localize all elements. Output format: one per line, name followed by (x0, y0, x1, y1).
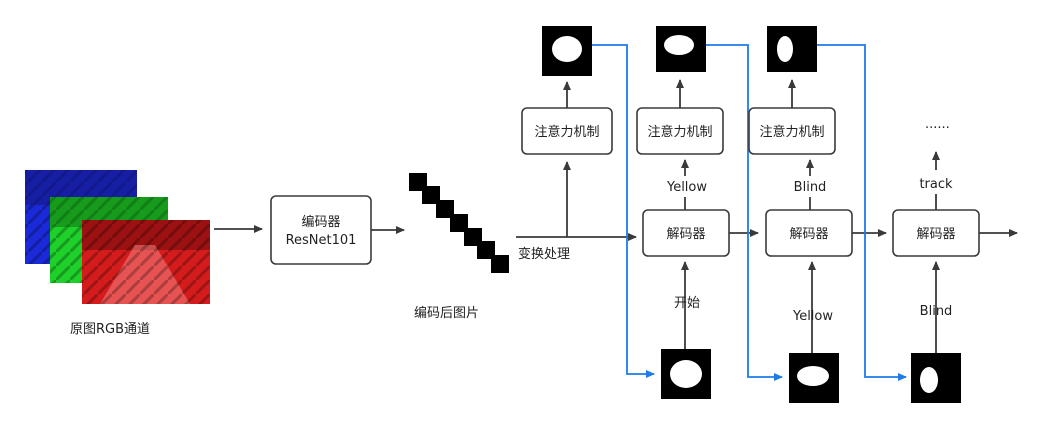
encoder-label: 编码器 (301, 215, 340, 230)
output-word-2: Blind (794, 180, 827, 195)
encoder-model-label: ResNet101 (286, 233, 357, 248)
output-word-1: Yellow (666, 180, 707, 195)
input-ellipse-1 (670, 360, 702, 388)
attention-label-3: 注意力机制 (759, 124, 824, 140)
input-ellipse-3 (920, 367, 938, 393)
feedback-line-2 (706, 44, 783, 381)
mask-ellipse-1 (552, 36, 582, 62)
attention-label-1: 注意力机制 (534, 124, 599, 140)
decoder-label-1: 解码器 (666, 227, 705, 242)
mask-ellipse-2 (664, 35, 694, 55)
ellipsis: ...... (925, 117, 950, 132)
feedback-line-3 (817, 44, 907, 381)
output-word-3: track (919, 177, 953, 192)
feedback-line-1 (592, 44, 655, 378)
input-ellipse-2 (797, 366, 829, 386)
encoder-box (270, 195, 372, 265)
transform-label: 变换处理 (518, 246, 570, 262)
start-label: 开始 (674, 296, 700, 311)
encoded-caption: 编码后图片 (414, 306, 479, 321)
mask-ellipse-3 (777, 36, 793, 62)
rgb-channel-images (25, 170, 210, 304)
decoder-label-3: 解码器 (916, 227, 955, 242)
input-word-3: Blind (920, 304, 953, 319)
decoder-label-2: 解码器 (789, 227, 828, 242)
rgb-caption: 原图RGB通道 (70, 322, 150, 337)
attention-label-2: 注意力机制 (647, 124, 712, 140)
red-channel-image (82, 220, 210, 304)
encoded-image (409, 173, 509, 273)
input-word-2: Yellow (792, 309, 833, 324)
